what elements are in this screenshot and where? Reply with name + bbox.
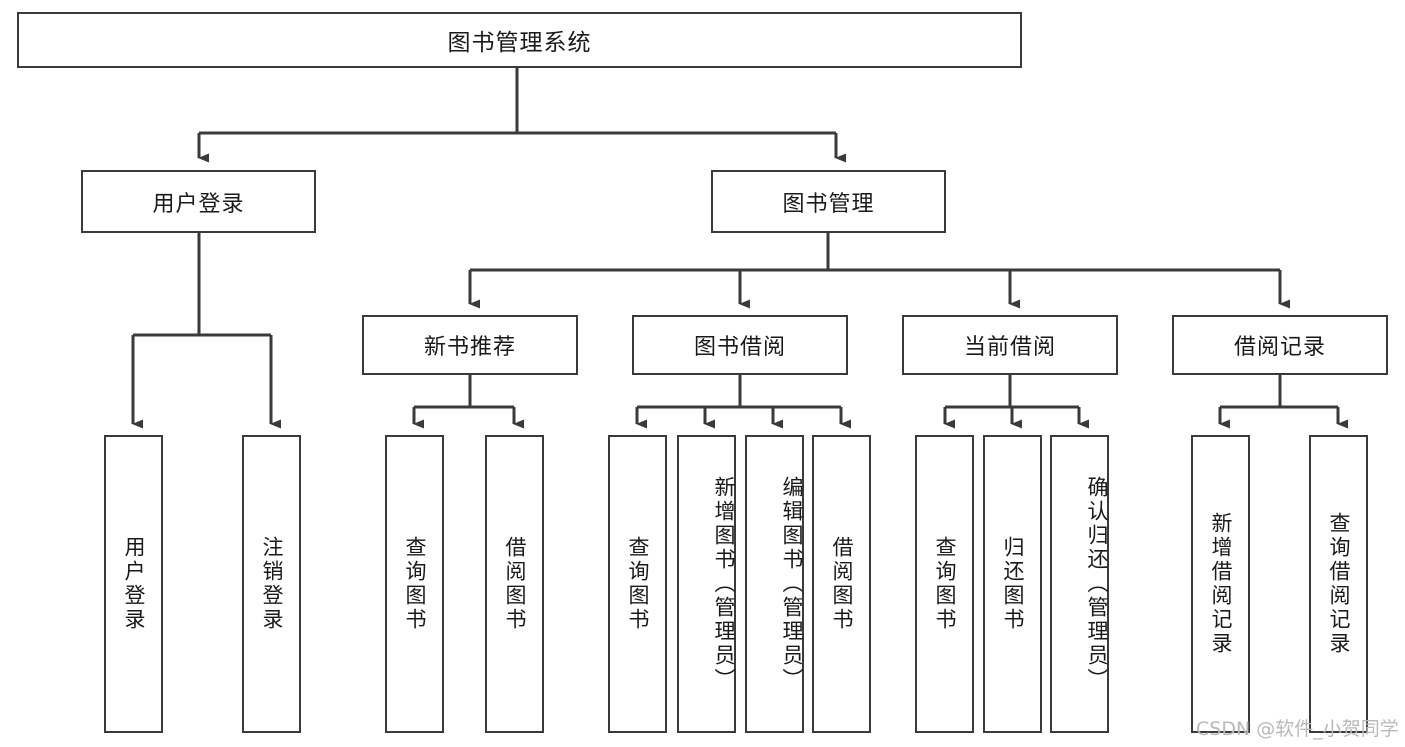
node-leaf-query-book-current[interactable]: 查询图书 xyxy=(915,435,974,733)
node-leaf-confirm-return[interactable]: 确认归还（管理员） xyxy=(1050,435,1109,733)
node-user-login[interactable]: 用户登录 xyxy=(81,170,316,233)
node-root[interactable]: 图书管理系统 xyxy=(17,12,1022,68)
node-borrow-record[interactable]: 借阅记录 xyxy=(1172,315,1388,375)
node-leaf-add-record[interactable]: 新增借阅记录 xyxy=(1191,435,1250,733)
node-book-borrow[interactable]: 图书借阅 xyxy=(632,315,848,375)
node-new-book-recommend[interactable]: 新书推荐 xyxy=(362,315,578,375)
node-leaf-query-book-borrow[interactable]: 查询图书 xyxy=(608,435,667,733)
node-leaf-borrow-book[interactable]: 借阅图书 xyxy=(812,435,871,733)
node-leaf-add-book[interactable]: 新增图书（管理员） xyxy=(677,435,736,733)
node-leaf-user-logout[interactable]: 注销登录 xyxy=(242,435,301,733)
node-leaf-edit-book[interactable]: 编辑图书（管理员） xyxy=(745,435,804,733)
node-leaf-return-book[interactable]: 归还图书 xyxy=(983,435,1042,733)
node-current-borrow[interactable]: 当前借阅 xyxy=(902,315,1118,375)
node-leaf-query-record[interactable]: 查询借阅记录 xyxy=(1309,435,1368,733)
node-leaf-query-book-rec[interactable]: 查询图书 xyxy=(385,435,444,733)
node-book-manage[interactable]: 图书管理 xyxy=(711,170,946,233)
node-leaf-borrow-book-rec[interactable]: 借阅图书 xyxy=(485,435,544,733)
node-leaf-user-login[interactable]: 用户登录 xyxy=(104,435,163,733)
csdn-watermark: CSDN @软件_小贺同学 xyxy=(1196,718,1399,740)
